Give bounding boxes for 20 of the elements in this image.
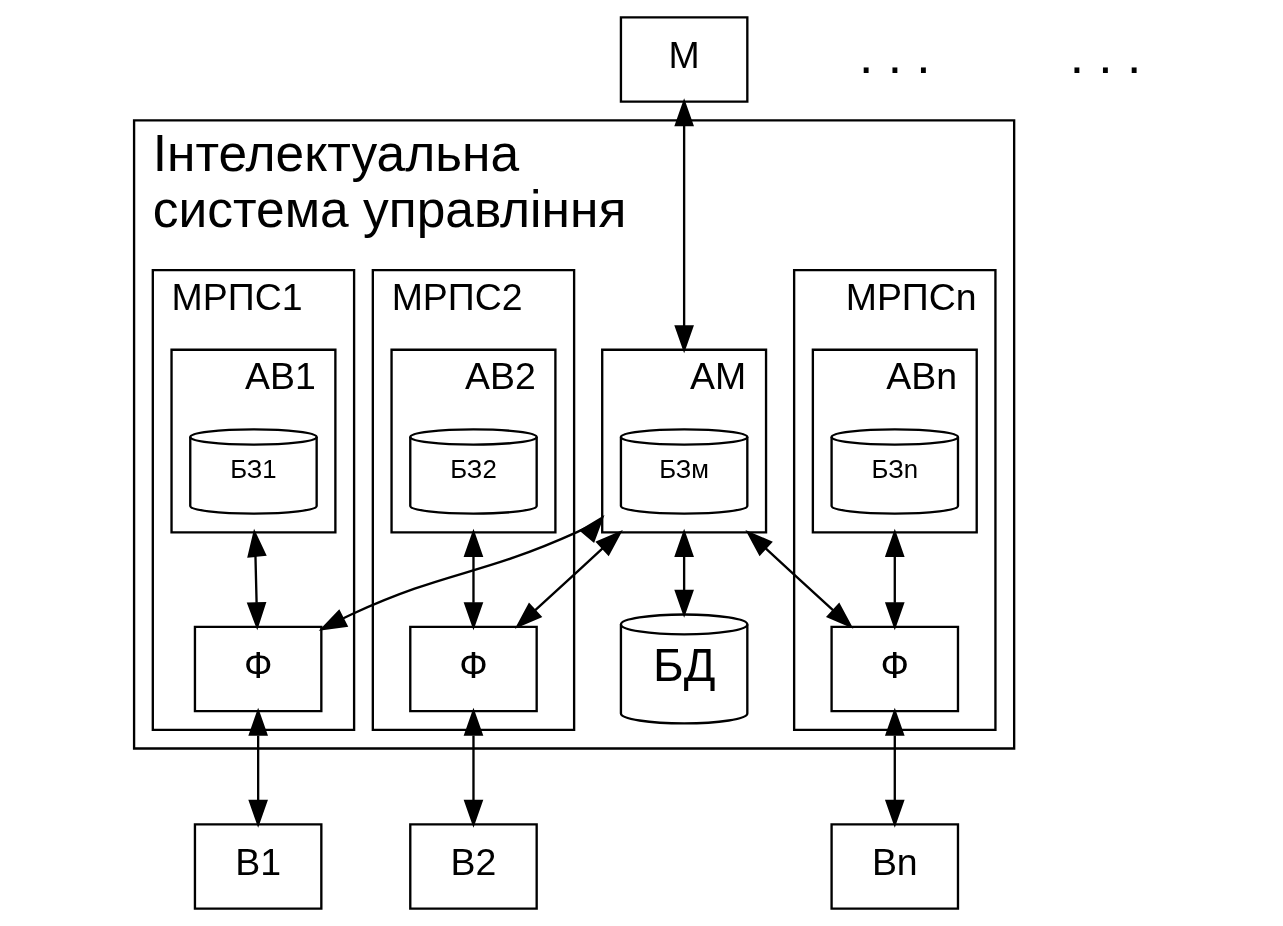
node-box: Ф	[408, 625, 538, 713]
arrow	[673, 98, 694, 354]
arrow	[463, 528, 483, 631]
arrow	[318, 515, 604, 631]
arrow	[246, 528, 267, 631]
arrow	[463, 707, 483, 828]
node-box: В2	[408, 823, 538, 910]
node-box: Ф	[193, 625, 322, 713]
arrow	[884, 528, 905, 631]
arrow	[673, 528, 694, 618]
node-box: В1	[193, 823, 322, 910]
arrow	[247, 707, 268, 828]
node-box: М	[619, 16, 748, 103]
label: . . .	[1069, 25, 1141, 84]
node-box: Ф	[829, 625, 959, 713]
arrow	[514, 529, 623, 629]
node-box: Вn	[829, 823, 959, 910]
label: . . .	[858, 25, 931, 84]
arrow	[884, 707, 905, 828]
arrow	[744, 529, 853, 629]
